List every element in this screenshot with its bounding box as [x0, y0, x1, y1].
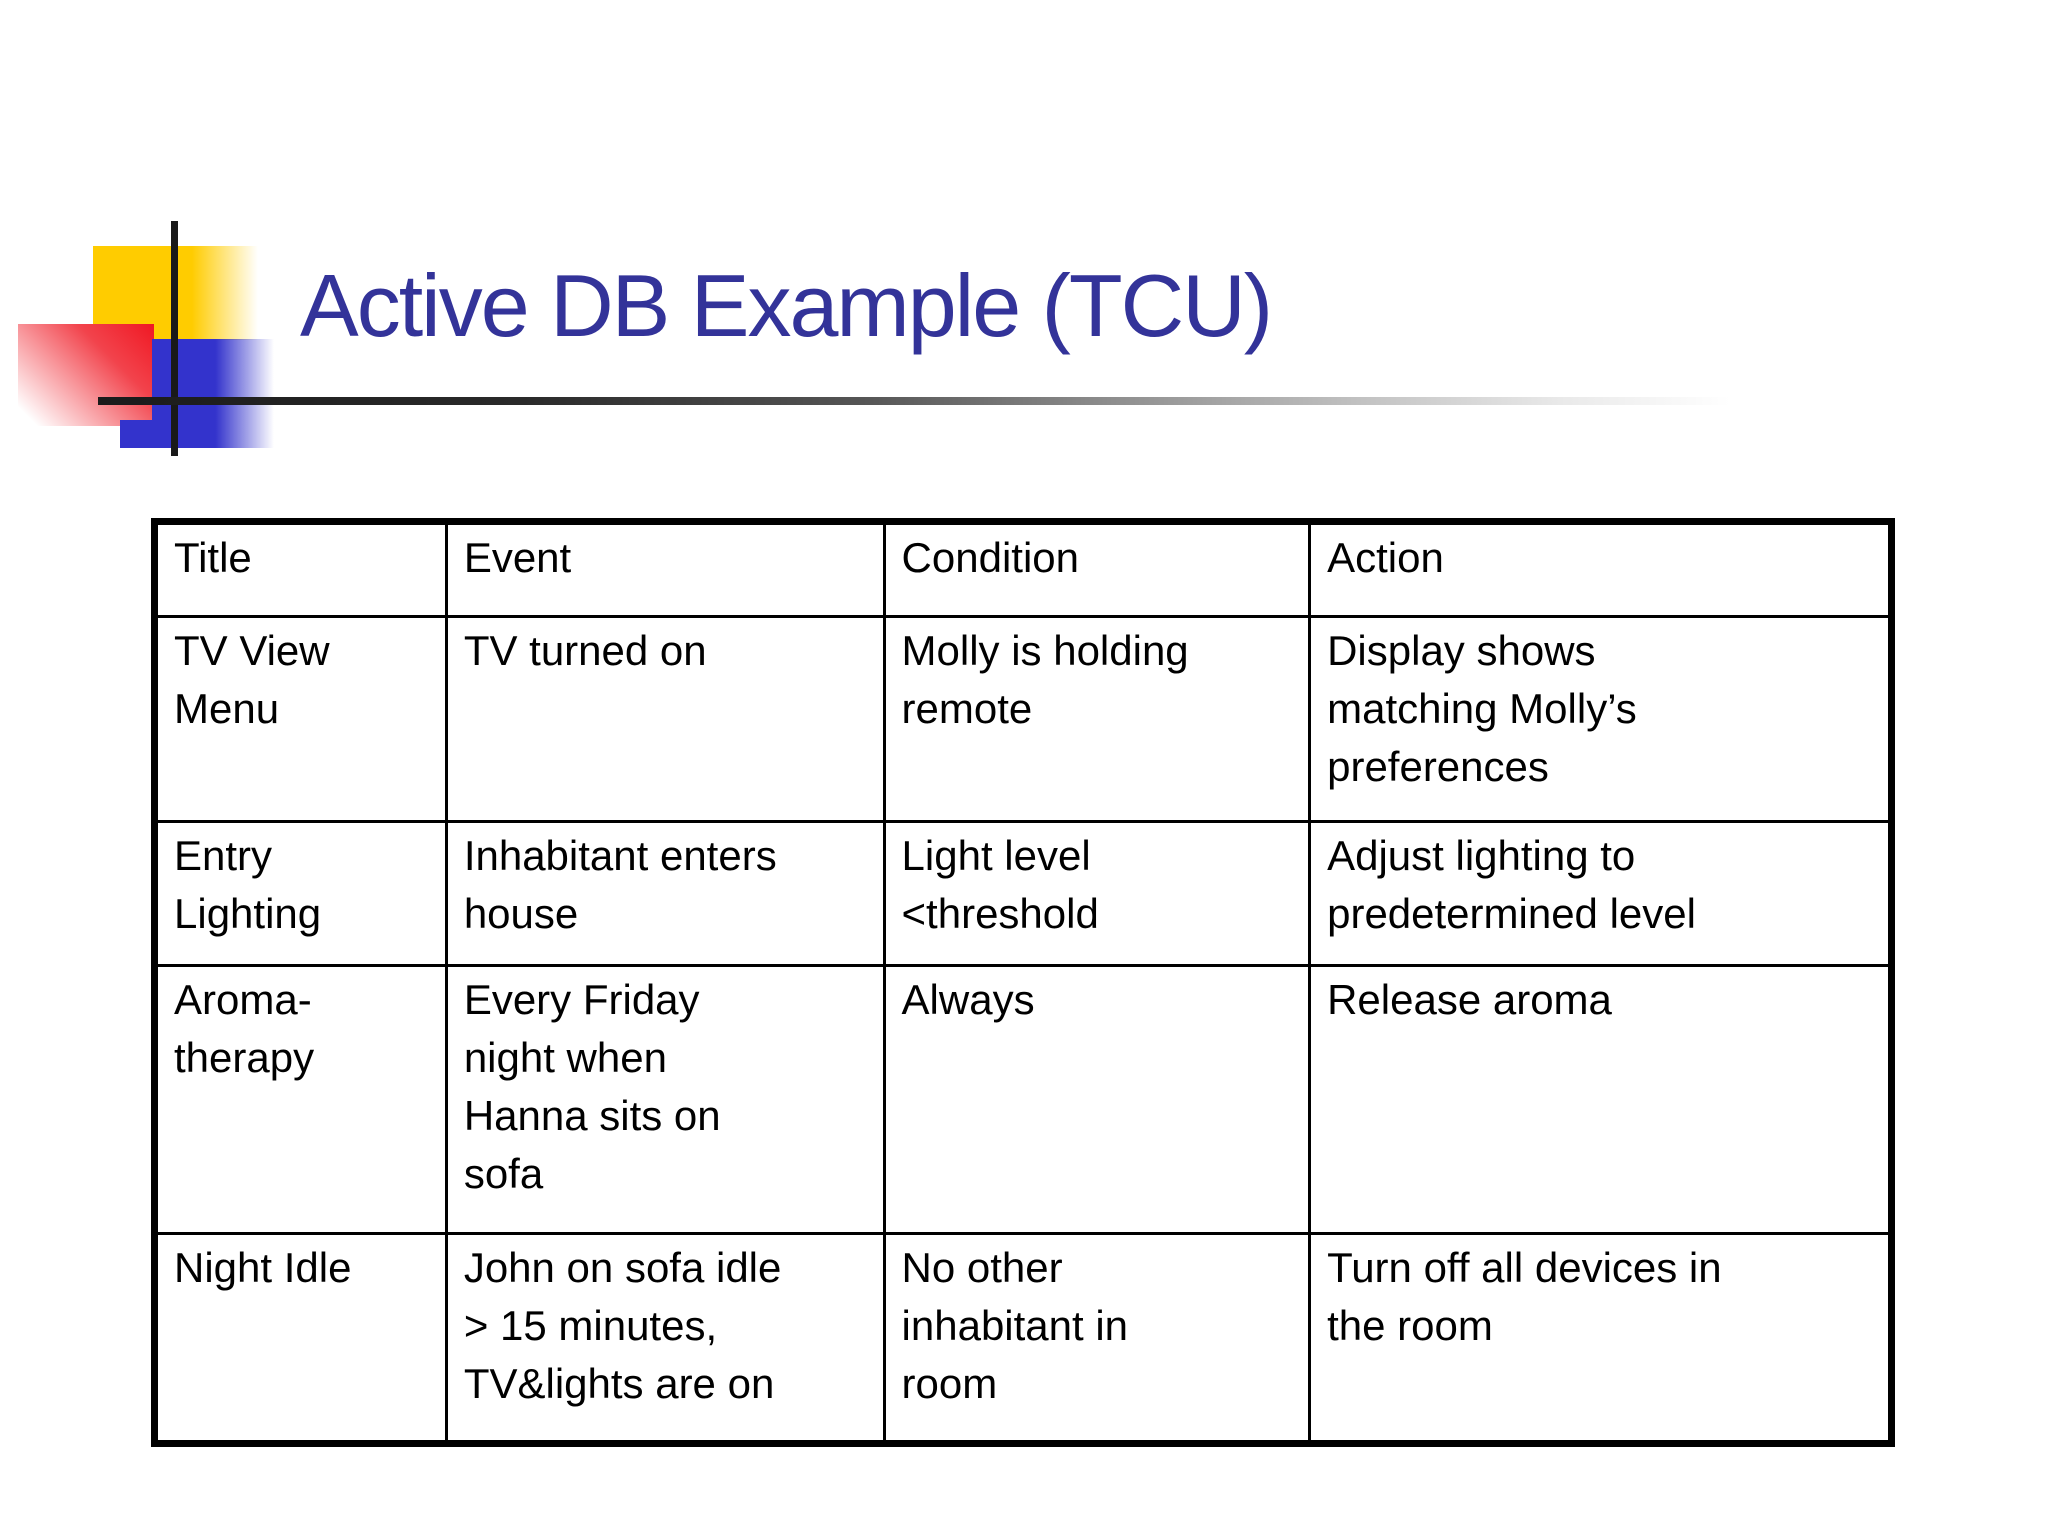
cell-title: TV View Menu — [153, 615, 448, 823]
deco-blue-square-step — [120, 420, 174, 448]
table-row: TV View Menu TV turned on Molly is holdi… — [153, 615, 1893, 823]
cell-condition: Light level <threshold — [882, 820, 1312, 967]
table-row: Aroma- therapy Every Friday night when H… — [153, 964, 1893, 1235]
deco-red-square — [18, 324, 154, 426]
cell-action: Display shows matching Molly’s preferenc… — [1308, 615, 1893, 823]
cell-action: Adjust lighting to predetermined level — [1308, 820, 1893, 967]
cell-title: Aroma- therapy — [153, 964, 448, 1235]
cell-condition: Molly is holding remote — [882, 615, 1312, 823]
cell-event: Every Friday night when Hanna sits on so… — [444, 964, 886, 1235]
cell-condition: Always — [882, 964, 1312, 1235]
table-header-row: Title Event Condition Action — [153, 520, 1893, 618]
cell-event: John on sofa idle > 15 minutes, TV&light… — [444, 1232, 886, 1445]
table-row: Night Idle John on sofa idle > 15 minute… — [153, 1232, 1893, 1445]
header-action: Action — [1308, 520, 1893, 618]
active-db-rules-table: Title Event Condition Action TV View Men… — [151, 518, 1895, 1447]
cell-action: Turn off all devices in the room — [1308, 1232, 1893, 1445]
table-row: Entry Lighting Inhabitant enters house L… — [153, 820, 1893, 967]
cell-title: Entry Lighting — [153, 820, 448, 967]
cell-event: Inhabitant enters house — [444, 820, 886, 967]
title-underline-rule — [98, 397, 1798, 405]
header-title: Title — [153, 520, 448, 618]
deco-vertical-line — [171, 221, 178, 456]
cell-event: TV turned on — [444, 615, 886, 823]
header-condition: Condition — [882, 520, 1312, 618]
slide-title: Active DB Example (TCU) — [300, 256, 1273, 355]
cell-title: Night Idle — [153, 1232, 448, 1445]
cell-action: Release aroma — [1308, 964, 1893, 1235]
cell-condition: No other inhabitant in room — [882, 1232, 1312, 1445]
header-event: Event — [444, 520, 886, 618]
